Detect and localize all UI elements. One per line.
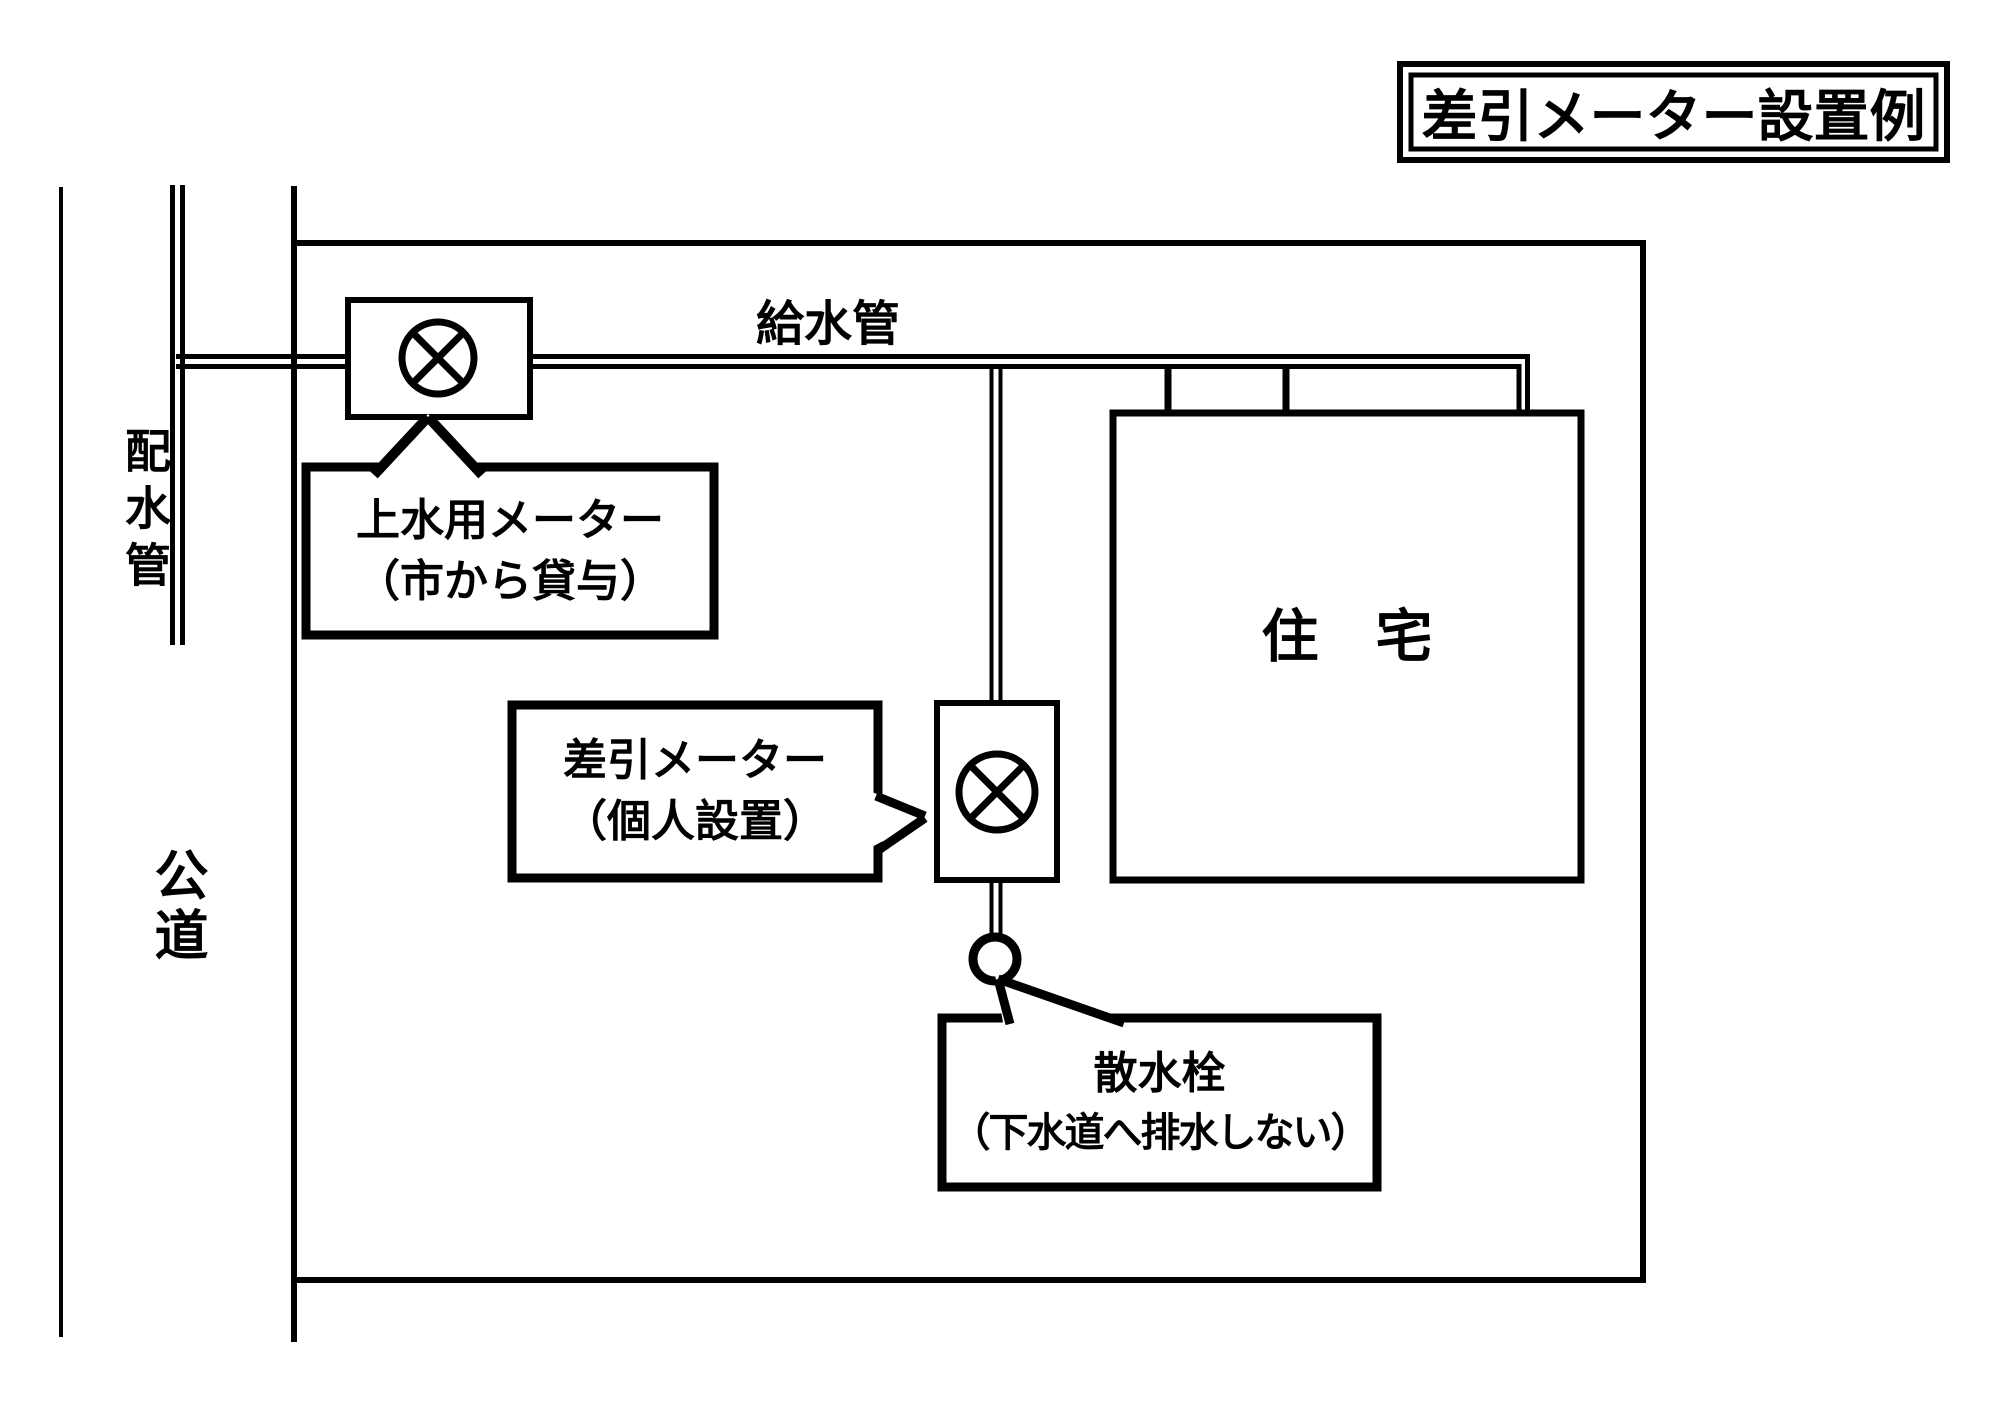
property-outline: [294, 240, 1646, 1283]
callout-deduction-meter-text: 差引メーター （個人設置）: [512, 705, 878, 878]
callout-sprinkler-tap-text: 散水栓 （下水道へ排水しない）: [942, 1018, 1377, 1187]
title-box: [1397, 61, 1950, 163]
callout-sprinkler-tap-line2: （下水道へ排水しない）: [950, 1110, 1371, 1156]
supply-pipe: [176, 354, 1530, 416]
diagram-title: 差引メーター設置例: [1421, 84, 1926, 150]
distribution-pipe-line: [170, 185, 185, 645]
meter-symbol-deduction-icon: [955, 750, 1039, 834]
callout-deduction-meter-line1: 差引メーター: [563, 735, 827, 786]
callout-deduction-meter: [507, 700, 928, 883]
distribution-pipe-label: 配水管: [118, 427, 172, 598]
callout-sprinkler-tap: [937, 974, 1382, 1192]
callout-city-meter-text: 上水用メーター （市から貸与）: [306, 467, 714, 635]
house-service-drops: [1164, 368, 1290, 415]
house-label: 住 宅: [1261, 604, 1433, 670]
callout-city-meter: [301, 413, 719, 640]
meter-symbol-city-icon: [398, 318, 478, 398]
callout-city-meter-line2: （市から貸与）: [356, 555, 664, 607]
callout-deduction-meter-line2: （個人設置）: [563, 796, 827, 847]
house-box: [1109, 409, 1585, 884]
supply-pipe-label: 給水管: [756, 296, 901, 352]
deduction-meter-drop-pipe: [989, 369, 1003, 938]
public-road-label: 公道: [145, 847, 208, 967]
sprinkler-tap-circle: [968, 932, 1022, 986]
callout-city-meter-line1: 上水用メーター: [356, 494, 664, 546]
callout-sprinkler-tap-line1: 散水栓: [1093, 1048, 1226, 1099]
